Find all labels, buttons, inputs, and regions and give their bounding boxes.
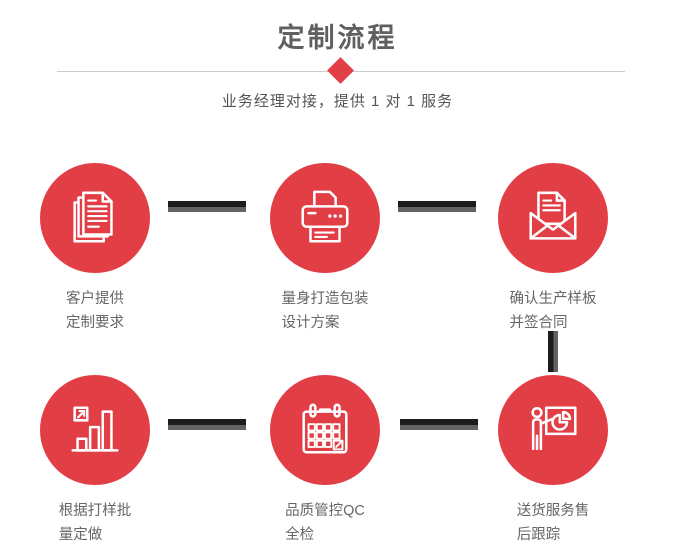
bar-chart-icon [71, 406, 119, 452]
connector-step4-step5 [168, 419, 246, 430]
step-2-label: 量身打造包装设计方案 [281, 291, 369, 331]
presentation-icon [531, 406, 577, 451]
connector-step5-step6 [400, 419, 478, 430]
documents-icon [73, 191, 113, 243]
step-6-label: 送货服务售后跟踪 [516, 503, 590, 543]
step-3-label: 确认生产样板并签合同 [509, 291, 597, 331]
step-1-label: 客户提供定制要求 [66, 291, 124, 331]
step-5-circle [270, 375, 380, 485]
connector-step2-step3 [398, 201, 476, 212]
connector-step3-step6 [548, 331, 558, 372]
subtitle: 业务经理对接，提供 1 对 1 服务 [221, 93, 454, 110]
diamond-accent [327, 57, 354, 84]
page-title: 定制流程 [277, 23, 398, 53]
step-6-circle [498, 375, 608, 485]
step-4-label: 根据打样批量定做 [58, 503, 132, 543]
step-2-circle [270, 163, 380, 273]
step-4-circle [40, 375, 150, 485]
connector-step1-step2 [168, 201, 246, 212]
envelope-icon [529, 191, 577, 240]
step-3-circle [498, 163, 608, 273]
step-1-circle [40, 163, 150, 273]
calendar-icon [302, 403, 348, 454]
printer-icon [301, 190, 349, 243]
